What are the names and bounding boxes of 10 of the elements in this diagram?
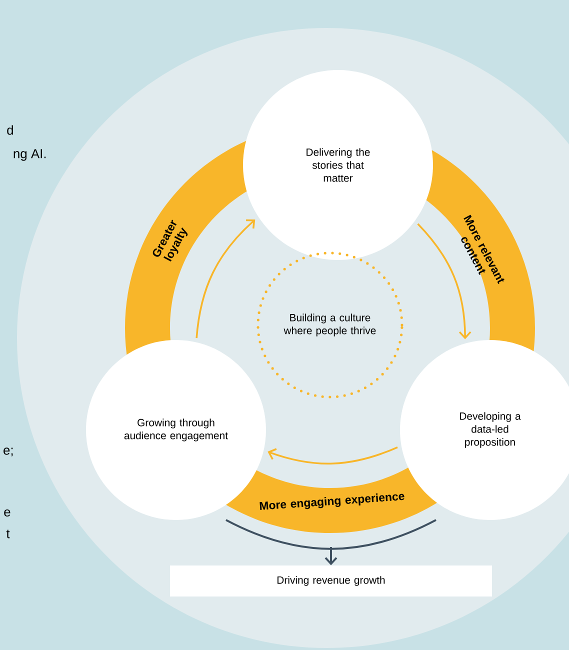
outcome-box: Driving revenue growth [170, 566, 492, 596]
text-fragment: e; [4, 448, 13, 456]
text-fragment: e [4, 509, 10, 517]
text-fragment: d [7, 125, 13, 135]
arrow [324, 547, 338, 566]
arrow [268, 446, 398, 464]
arrow [196, 219, 256, 338]
arrow [417, 223, 472, 340]
text-fragment: t [6, 530, 10, 538]
text-fragment: ng AI. [14, 149, 46, 161]
